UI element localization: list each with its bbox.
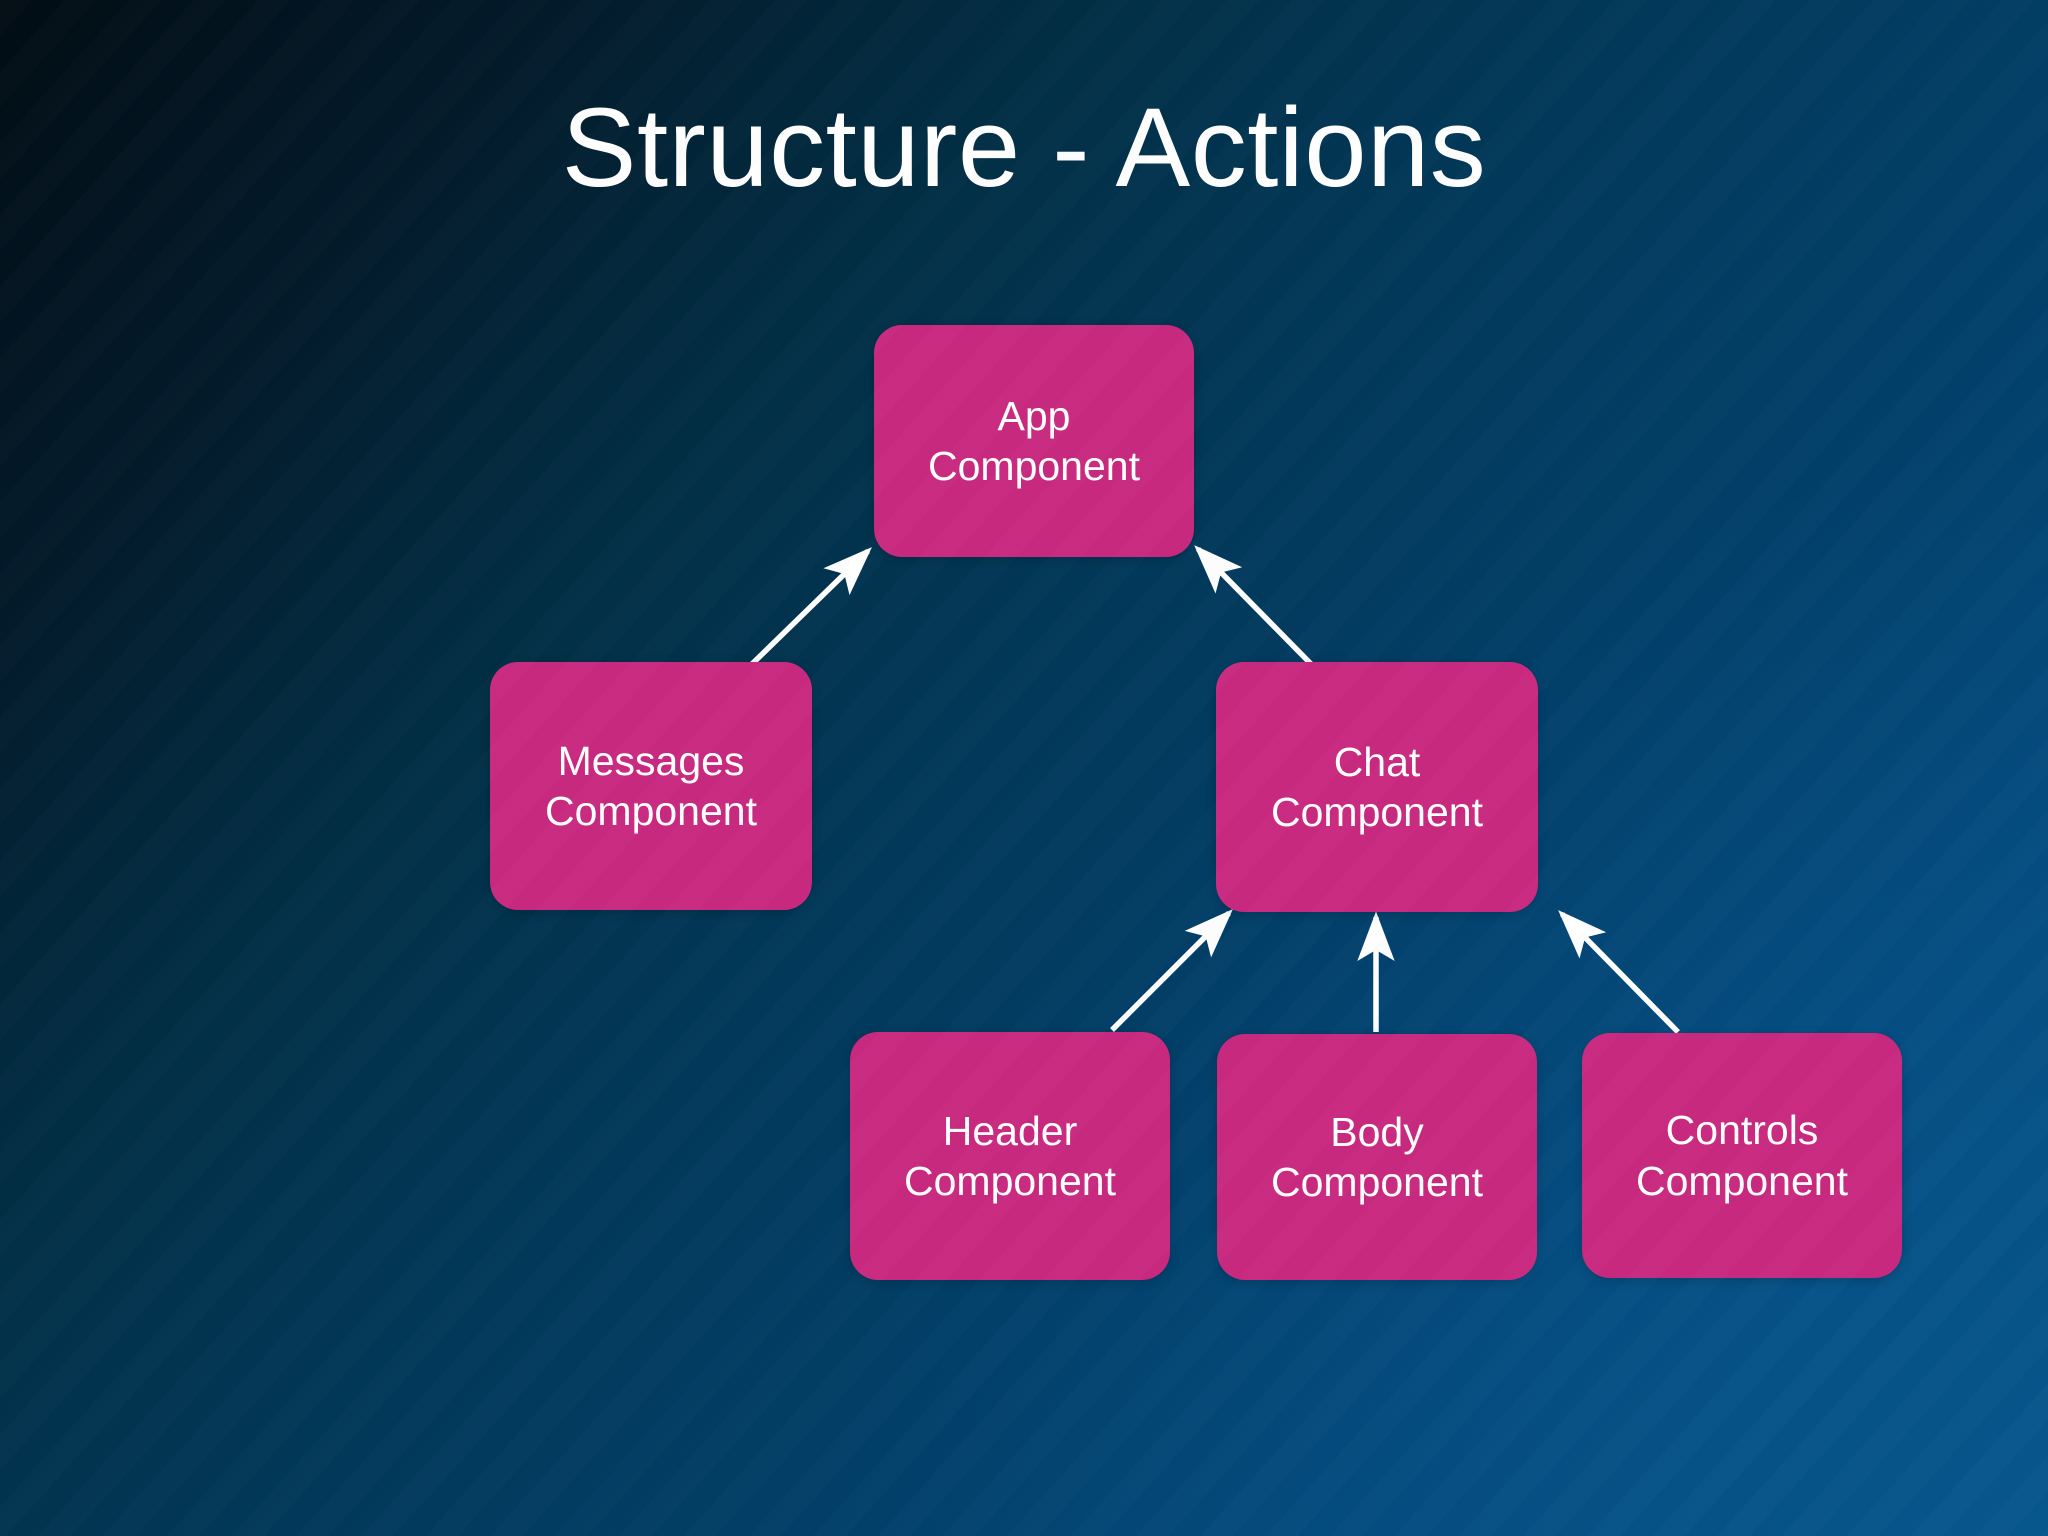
arrow-messages-to-app xyxy=(750,547,872,666)
node-label-line2: Component xyxy=(928,443,1140,489)
node-label-line1: Controls xyxy=(1665,1107,1819,1154)
node-label-line1: Messages xyxy=(557,737,745,784)
node-label-line1: App xyxy=(997,392,1071,439)
arrow-controls-to-chat xyxy=(1558,910,1680,1034)
node-label-line2: Component xyxy=(1636,1157,1848,1204)
node-label-line1: Header xyxy=(942,1107,1078,1154)
node-label-line2: Component xyxy=(545,788,757,834)
node-label-line1: Body xyxy=(1330,1108,1424,1155)
page-title: Structure - Actions xyxy=(561,85,1487,210)
node-label-line2: Component xyxy=(904,1158,1116,1204)
node-label-line2: Component xyxy=(1271,789,1483,835)
arrow-header-to-chat xyxy=(1110,909,1233,1032)
node-label-line2: Component xyxy=(1271,1159,1483,1205)
node-label-line1: Chat xyxy=(1333,738,1421,785)
arrow-chat-to-app xyxy=(1194,545,1314,667)
